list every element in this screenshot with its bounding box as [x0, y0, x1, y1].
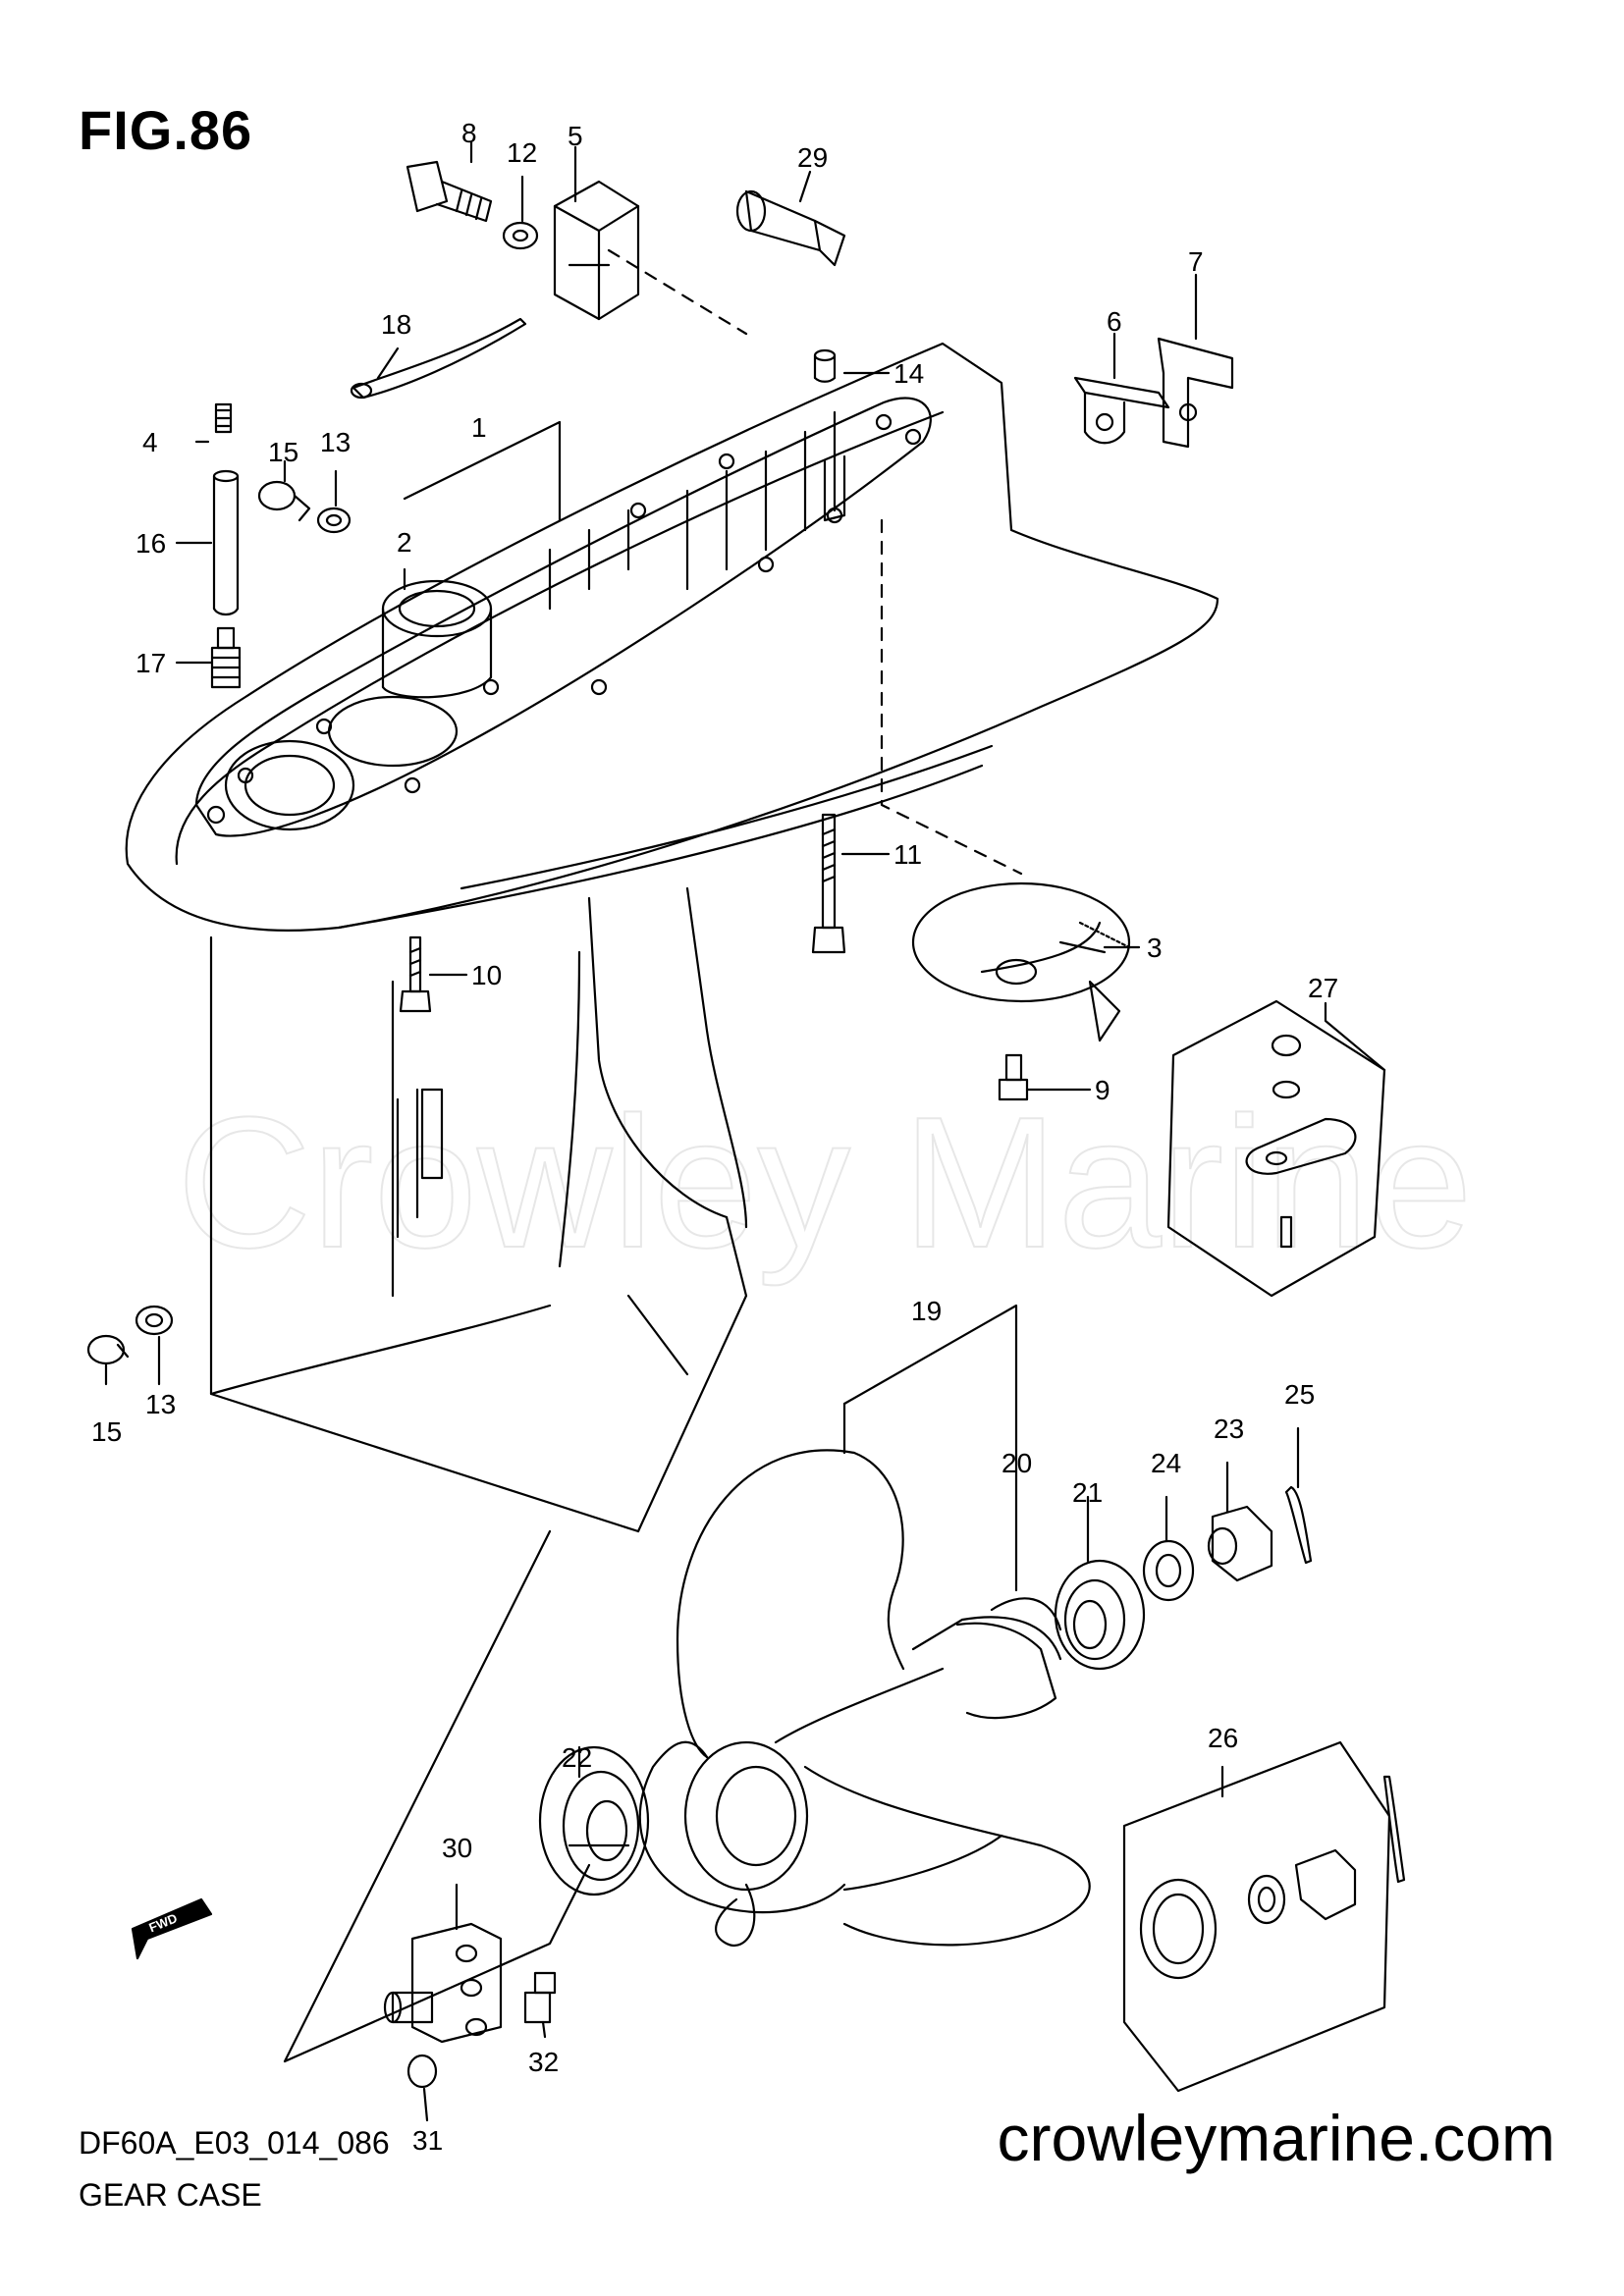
gear-case-housing: [125, 342, 1219, 2063]
callout-17: 17: [135, 648, 166, 678]
callout-30: 30: [442, 1833, 472, 1863]
callout-7: 7: [1188, 246, 1204, 277]
kit-box-27: [1166, 999, 1386, 1298]
callout-15-left: 15: [91, 1416, 122, 1447]
callout-32: 32: [528, 2047, 559, 2077]
propeller-19: [638, 1449, 1091, 1947]
callout-10: 10: [471, 960, 502, 990]
cable-tie-18: [352, 317, 527, 400]
callout-25: 25: [1284, 1379, 1315, 1410]
callout-16: 16: [135, 528, 166, 559]
callout-29: 29: [797, 142, 828, 173]
grommet-17: [210, 626, 242, 689]
fwd-arrow-icon: [131, 1897, 213, 1960]
watermark-text: Crowley Marine: [177, 1079, 1473, 1287]
nut-23: [1207, 1505, 1273, 1582]
plug-29: [735, 189, 846, 267]
water-tube-fitting-4: [214, 402, 233, 434]
washer-12: [502, 221, 539, 250]
callout-9: 9: [1095, 1075, 1110, 1105]
anode-5: [553, 180, 640, 321]
dowel-pin-14: [813, 348, 837, 383]
washer-24: [1142, 1539, 1195, 1602]
callout-19: 19: [911, 1296, 942, 1326]
water-tube-16: [212, 469, 240, 616]
callout-14: 14: [893, 358, 924, 389]
callout-1: 1: [471, 412, 487, 443]
bolt-8: [406, 160, 493, 223]
bracket-7: [1157, 337, 1234, 449]
callout-18: 18: [381, 309, 411, 340]
drain-plug-15-left: [86, 1334, 130, 1365]
bolt-9: [998, 1053, 1029, 1101]
callout-4: 4: [142, 427, 158, 457]
section-name: GEAR CASE: [79, 2177, 262, 2213]
callout-15-top: 15: [268, 437, 298, 467]
callout-27: 27: [1308, 973, 1338, 1003]
callout-22: 22: [562, 1742, 592, 1773]
callout-13-top: 13: [320, 427, 351, 457]
callout-23: 23: [1214, 1414, 1244, 1444]
callout-11: 11: [893, 839, 922, 870]
bolt-32: [523, 1971, 557, 2024]
callout-26: 26: [1208, 1723, 1238, 1753]
callout-13-left: 13: [145, 1389, 176, 1419]
callout-20: 20: [1001, 1448, 1032, 1478]
callout-8: 8: [461, 118, 477, 148]
gasket-13-left: [135, 1305, 174, 1336]
callout-31: 31: [412, 2125, 443, 2156]
callout-24: 24: [1151, 1448, 1181, 1478]
callout-2: 2: [397, 527, 412, 558]
site-name: crowleymarine.com: [997, 2102, 1555, 2174]
figure-title: FIG.86: [79, 99, 253, 161]
kit-box-26: [1122, 1740, 1406, 2093]
bolt-11: [811, 813, 846, 954]
dowel-31: [406, 2054, 438, 2089]
drain-plug-15-top: [257, 480, 311, 522]
callout-12: 12: [507, 137, 537, 168]
drawing-code: DF60A_E03_014_086: [79, 2125, 390, 2161]
cotter-pin-25: [1284, 1485, 1313, 1565]
callout-3: 3: [1147, 933, 1163, 963]
callout-21: 21: [1072, 1477, 1103, 1508]
stopper-22: [538, 1745, 650, 1896]
bolt-10: [399, 935, 432, 1013]
gasket-13-top: [316, 507, 352, 534]
trim-tab: [911, 881, 1131, 1042]
callout-6: 6: [1107, 306, 1122, 337]
callout-labels: 8 12 5 29 7 6 18 14 4 15 13 1 16 2 17 11…: [91, 118, 1338, 2156]
speedo-pickup-30: [383, 1922, 503, 2044]
callout-5: 5: [568, 121, 583, 151]
spacer-21: [1054, 1559, 1146, 1671]
bracket-6: [1073, 376, 1170, 445]
